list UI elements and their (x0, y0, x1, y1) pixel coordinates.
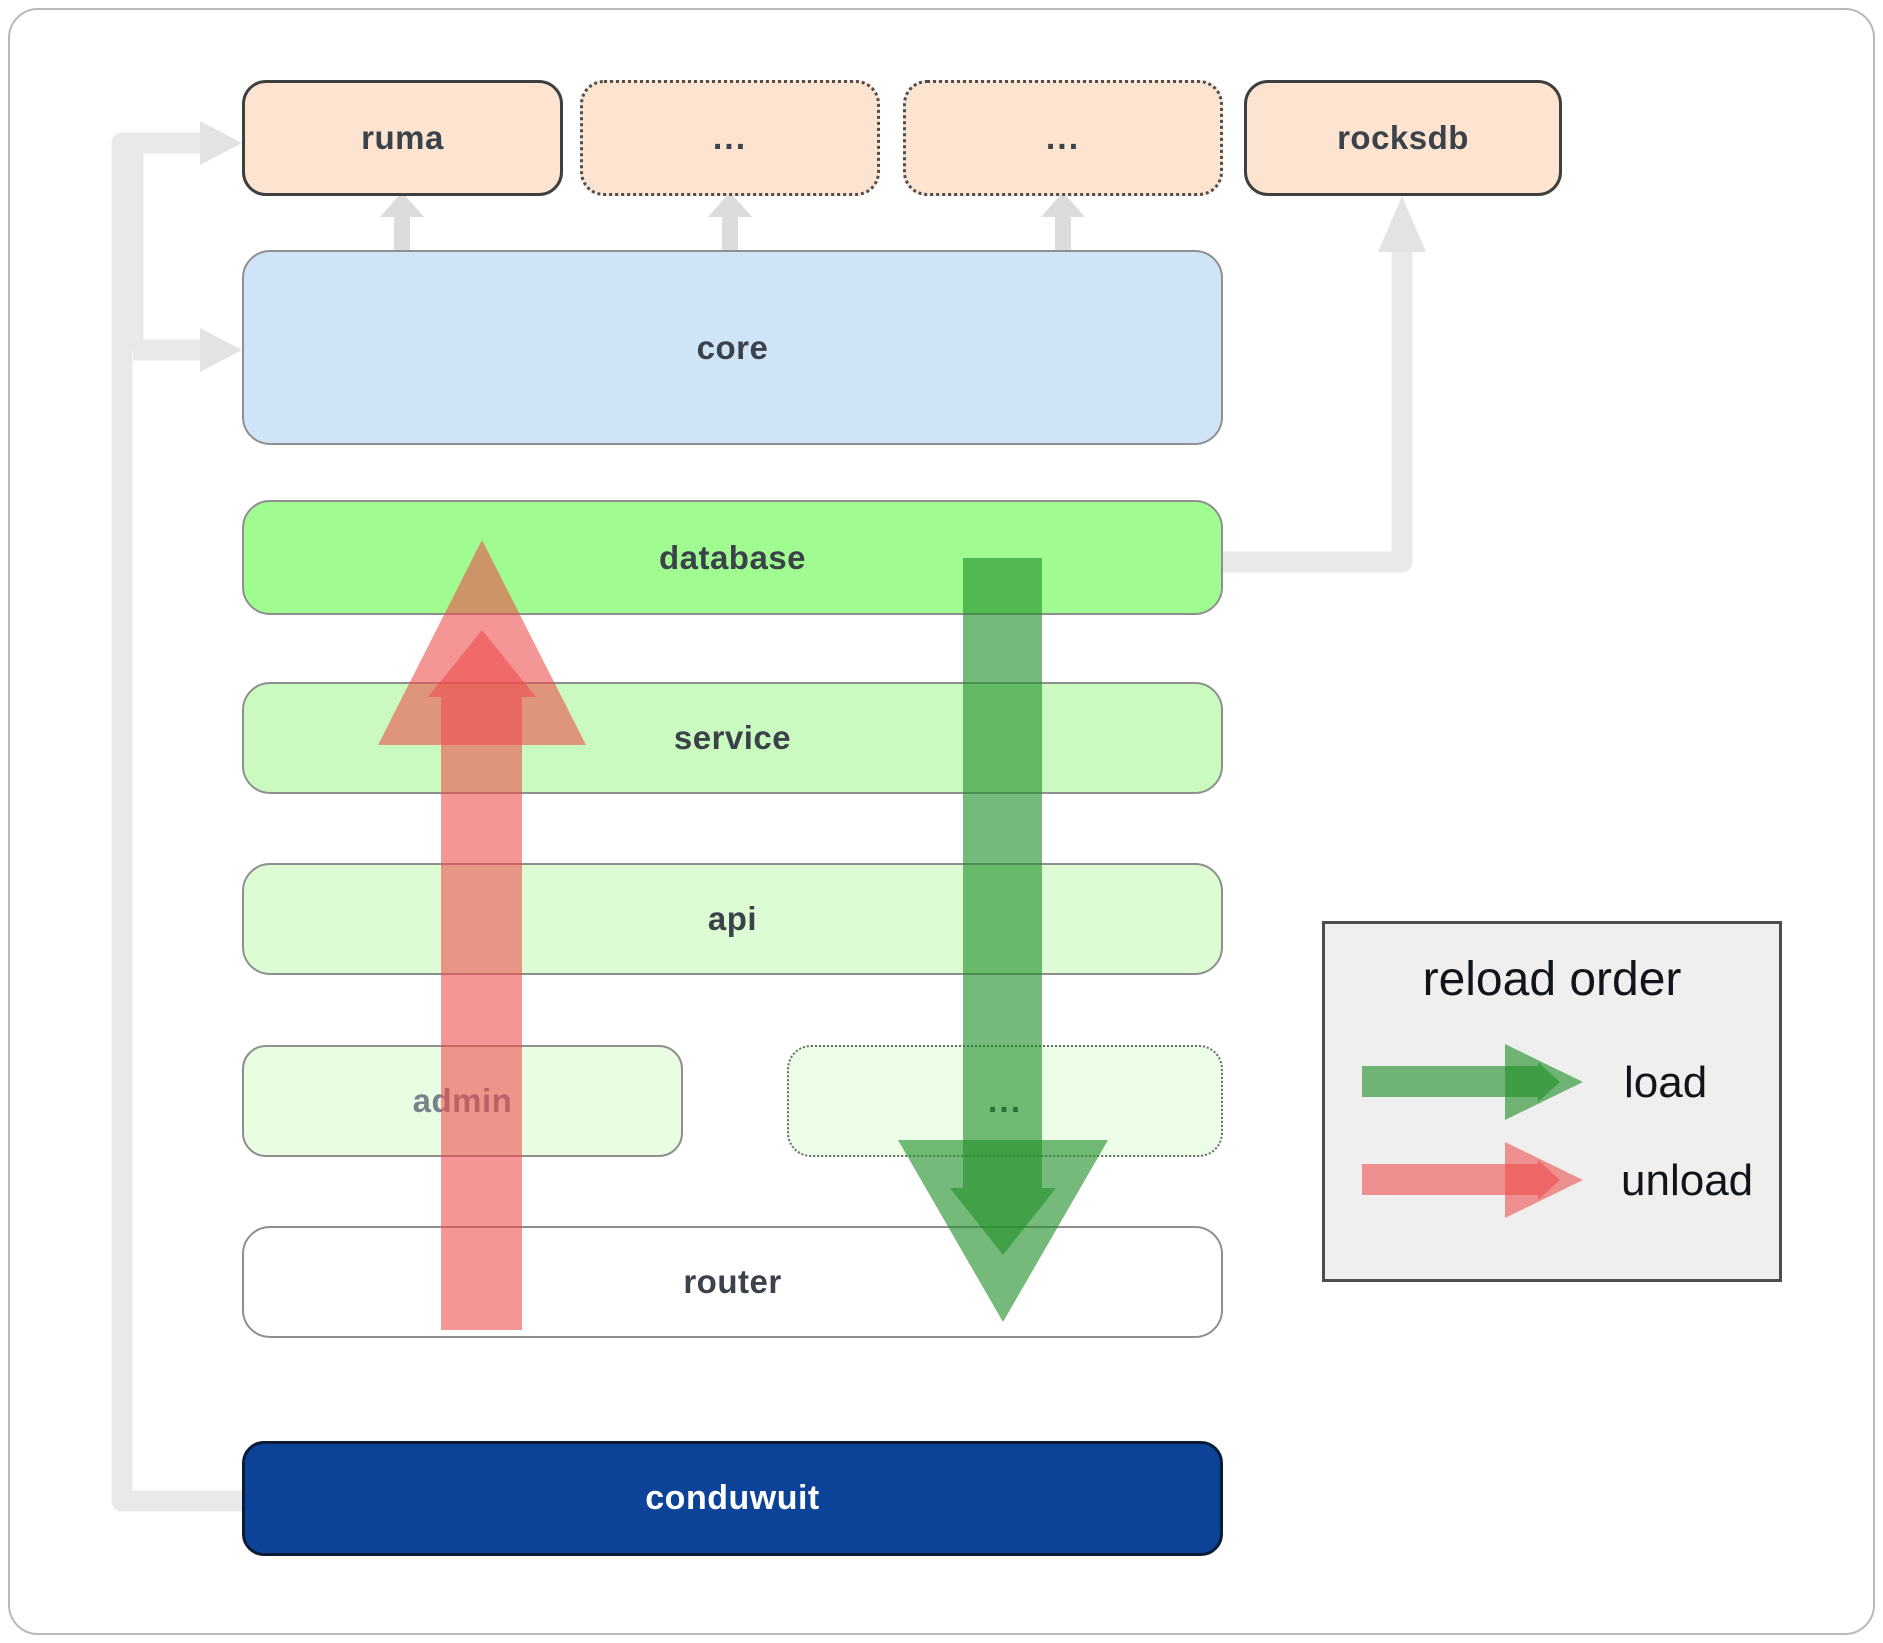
diagram-outer-frame (8, 8, 1875, 1635)
box-ellipsis-1: ... (580, 80, 880, 196)
box-ellipsis-3: ... (787, 1045, 1223, 1157)
box-service: service (242, 682, 1223, 794)
legend-unload-label: unload (1621, 1156, 1754, 1205)
box-router: router (242, 1226, 1223, 1338)
legend-load-label: load (1624, 1058, 1708, 1107)
box-api: api (242, 863, 1223, 975)
box-core-label: core (696, 328, 769, 366)
legend-title: reload order (1422, 953, 1682, 1006)
box-ellipsis-2: ... (903, 80, 1223, 196)
box-ruma: ruma (242, 80, 563, 196)
box-conduwuit-label: conduwuit (645, 1479, 820, 1517)
box-ellipsis-2-label: ... (1045, 118, 1081, 157)
box-ruma-label: ruma (361, 119, 444, 156)
box-admin-label: admin (412, 1082, 513, 1119)
box-rocksdb-label: rocksdb (1337, 119, 1469, 156)
box-service-label: service (673, 719, 792, 756)
box-rocksdb: rocksdb (1244, 80, 1562, 196)
box-database-label: database (658, 538, 807, 576)
box-ellipsis-3-label: ... (987, 1081, 1023, 1120)
box-database: database (242, 500, 1223, 615)
box-ellipsis-1-label: ... (712, 118, 748, 157)
box-api-label: api (707, 900, 758, 937)
box-core: core (242, 250, 1223, 445)
box-admin: admin (242, 1045, 683, 1157)
box-router-label: router (683, 1263, 782, 1300)
box-conduwuit: conduwuit (242, 1441, 1223, 1556)
